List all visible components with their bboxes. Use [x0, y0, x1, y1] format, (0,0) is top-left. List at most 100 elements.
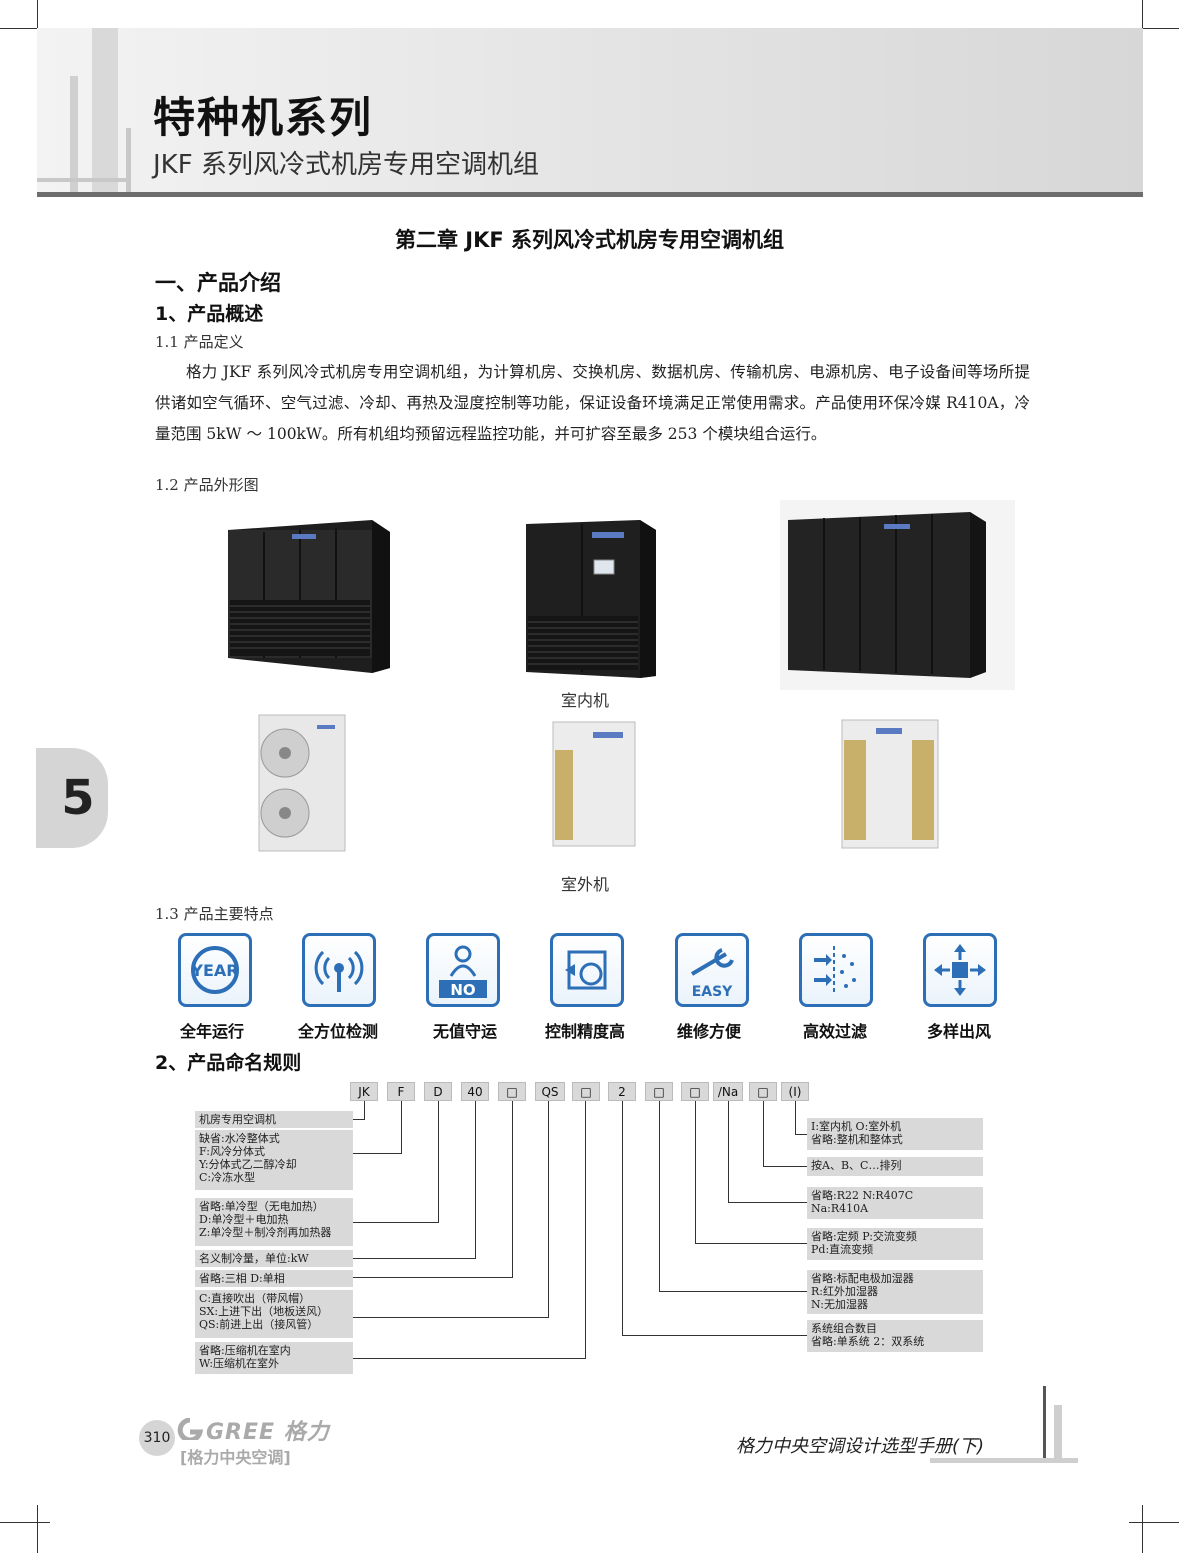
series-title: 特种机系列 [153, 93, 374, 142]
feature-label: 全方位检测 [298, 1022, 379, 1041]
connector-line [695, 1101, 696, 1244]
connector-line [622, 1335, 807, 1336]
crop-mark [1142, 1505, 1143, 1553]
crop-mark [1129, 1522, 1179, 1523]
code-cell: □ [645, 1082, 673, 1101]
outdoor-unit-image [258, 714, 346, 852]
indoor-unit-image [228, 520, 390, 673]
feature-unattended: NO [426, 933, 506, 1007]
code-cell: □ [749, 1082, 777, 1101]
connector-line [353, 1258, 476, 1259]
connector-line [353, 1277, 513, 1278]
crop-mark [37, 0, 38, 48]
header-decor [92, 28, 118, 193]
filter-icon [799, 933, 873, 1007]
feature-detection [302, 933, 382, 1007]
code-cell: 40 [461, 1082, 489, 1101]
no-person-icon: NO [426, 933, 500, 1007]
code-cell: D [424, 1082, 452, 1101]
series-subtitle: JKF 系列风冷式机房专用空调机组 [153, 150, 539, 180]
crop-mark [0, 28, 50, 29]
feature-label: 无值守运 [433, 1022, 498, 1041]
footer-decor [1043, 1386, 1046, 1458]
code-cell: □ [681, 1082, 709, 1101]
connector-line [695, 1243, 807, 1244]
connector-line [763, 1101, 764, 1167]
indoor-unit-image [780, 500, 1015, 690]
feature-filtration [799, 933, 879, 1007]
subsection-1-1: 1.1 产品定义 [155, 333, 244, 351]
chapter-title: 第二章 JKF 系列风冷式机房专用空调机组 [394, 228, 785, 252]
page-number: 310 [139, 1420, 175, 1456]
connector-line [659, 1101, 660, 1292]
feature-label: 多样出风 [927, 1022, 992, 1041]
feature-year-round: YEAR [178, 933, 258, 1007]
naming-left-box: C:直接吹出（带风帽）SX:上进下出（地板送风） QS:前进上出（接风管） [195, 1290, 353, 1338]
connector-line [763, 1166, 807, 1167]
naming-left-box: 省略:三相 D:单相 [195, 1270, 353, 1287]
code-cell: /Na [713, 1082, 743, 1101]
feature-airflow [923, 933, 1003, 1007]
connector-line [401, 1101, 402, 1153]
crop-mark [0, 1522, 50, 1523]
outdoor-caption: 室外机 [561, 875, 610, 894]
feature-label: 维修方便 [677, 1022, 742, 1041]
indoor-caption: 室内机 [561, 691, 610, 710]
outdoor-unit-image [552, 721, 636, 847]
airflow-icon [923, 933, 997, 1007]
connector-line [548, 1101, 549, 1318]
code-cell: □ [572, 1082, 600, 1101]
product-definition-paragraph: 格力 JKF 系列风冷式机房专用空调机组，为计算机房、交换机房、数据机房、传输机… [155, 363, 1030, 443]
connector-line [353, 1358, 586, 1359]
naming-left-box: 省略:单冷型（无电加热）D:单冷型＋电加热 Z:单冷型＋制冷剂再加热器 [195, 1198, 353, 1246]
target-icon [550, 933, 624, 1007]
connector-line [795, 1101, 796, 1135]
header-rule [37, 192, 1143, 197]
svg-text:YEAR: YEAR [190, 961, 238, 980]
subsection-1-2: 1.2 产品外形图 [155, 476, 259, 494]
crop-mark [1142, 0, 1143, 48]
connector-line [353, 1119, 365, 1120]
code-cell: (I) [781, 1082, 809, 1101]
code-cell: QS [535, 1082, 565, 1101]
naming-heading: 2、产品命名规则 [155, 1052, 302, 1074]
svg-text:NO: NO [450, 981, 475, 999]
feature-label: 控制精度高 [545, 1022, 626, 1041]
footer-decor [930, 1458, 1078, 1463]
crop-mark [1129, 28, 1179, 29]
year-icon: YEAR [178, 933, 252, 1007]
chapter-tab [36, 748, 108, 848]
header-decor [126, 128, 131, 193]
subsection-heading: 1、产品概述 [155, 303, 264, 325]
connector-line [795, 1134, 807, 1135]
naming-left-box: 名义制冷量，单位:kW [195, 1250, 353, 1267]
naming-right-box: 按A、B、C…排列 [807, 1157, 983, 1176]
header-decor [70, 76, 78, 193]
svg-text:EASY: EASY [692, 984, 733, 1000]
connector-line [438, 1101, 439, 1223]
manual-title: 格力中央空调设计选型手册(下) [736, 1436, 985, 1457]
brand-logo: GREE 格力 [206, 1420, 330, 1445]
connector-line [475, 1101, 476, 1259]
section-heading: 一、产品介绍 [155, 271, 281, 295]
feature-label: 高效过滤 [803, 1022, 868, 1041]
connector-line [353, 1153, 402, 1154]
header-decor [37, 178, 127, 182]
indoor-unit-image [526, 520, 656, 678]
signal-icon [302, 933, 376, 1007]
outdoor-unit-image [841, 719, 939, 849]
feature-precision [550, 933, 630, 1007]
connector-line [364, 1101, 365, 1119]
code-cell: 2 [608, 1082, 636, 1101]
connector-line [512, 1101, 513, 1278]
header-band [37, 28, 1143, 193]
code-cell: JK [350, 1082, 378, 1101]
naming-right-box: 系统组合数目省略:单系统 2：双系统 [807, 1320, 983, 1352]
naming-right-box: I:室内机 O:室外机省略:整机和整体式 [807, 1118, 983, 1150]
connector-line [622, 1101, 623, 1336]
